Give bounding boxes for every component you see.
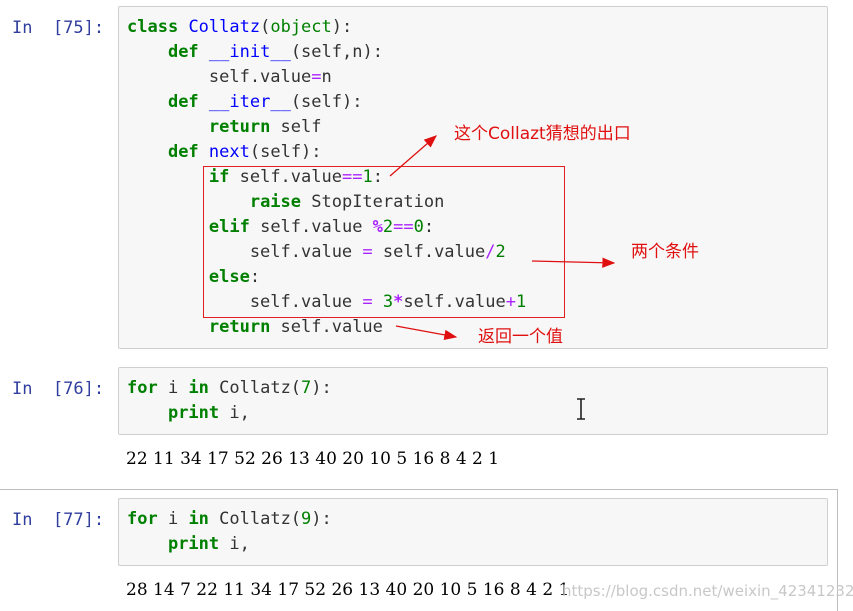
- code-token: /: [485, 242, 496, 262]
- code-block: for i in Collatz(7): print i,: [127, 376, 332, 426]
- code-token: 2: [495, 242, 506, 262]
- annotation-return-value: 返回一个值: [478, 327, 563, 347]
- code-line: for i in Collatz(9):: [127, 509, 332, 529]
- code-token: print: [167, 534, 220, 554]
- code-token: =: [362, 242, 373, 262]
- code-token: =: [362, 292, 373, 312]
- code-line: elif self.value %2==0:: [208, 217, 435, 237]
- code-line: class Collatz(object):: [127, 17, 353, 37]
- code-token: +: [505, 292, 517, 312]
- code-token: object: [270, 17, 332, 37]
- annotation-exit: 这个Collazt猜想的出口: [454, 124, 631, 144]
- code-token: *: [393, 292, 404, 312]
- annotation-conditions: 两个条件: [631, 242, 699, 262]
- code-token: =: [311, 67, 322, 87]
- code-line: else:: [208, 267, 261, 287]
- code-line: raise StopIteration: [249, 192, 445, 212]
- selected-cell-border: [0, 489, 838, 611]
- cell-output: 22 11 34 17 52 26 13 40 20 10 5 16 8 4 2…: [126, 449, 500, 469]
- code-token: for: [127, 378, 158, 398]
- code-line: self.value=n: [127, 67, 332, 87]
- code-token: Collatz: [188, 17, 261, 37]
- arrow-conditions: [531, 257, 616, 268]
- code-editor[interactable]: for i in Collatz(7): print i,: [118, 367, 828, 435]
- code-token: __iter__: [208, 92, 291, 112]
- code-token: ==: [393, 217, 414, 237]
- code-token: 1: [516, 292, 527, 312]
- code-token: 7: [301, 378, 312, 398]
- code-token: def: [167, 142, 199, 162]
- code-block: for i in Collatz(9): print i,: [127, 507, 332, 557]
- code-token: 0: [413, 217, 424, 237]
- code-token: %: [372, 217, 383, 237]
- code-line: print i,: [167, 403, 250, 423]
- cell-prompt: In [75]:: [12, 18, 105, 38]
- code-token: in: [188, 509, 209, 529]
- code-block: class Collatz(object): def __init__(self…: [127, 15, 526, 340]
- cell-prompt: In [77]:: [12, 510, 105, 530]
- code-token: class: [127, 17, 179, 37]
- code-token: 2: [382, 217, 394, 237]
- code-token: def: [167, 42, 199, 62]
- code-token: 1: [362, 167, 373, 187]
- code-token: print: [167, 403, 220, 423]
- code-editor[interactable]: class Collatz(object): def __init__(self…: [118, 6, 828, 349]
- code-token: __init__: [208, 42, 291, 62]
- code-line: return self.value: [208, 317, 383, 337]
- code-line: self.value = 3*self.value+1: [127, 292, 527, 312]
- cell-prompt: In [76]:: [12, 379, 105, 399]
- highlight-box: [203, 166, 565, 318]
- code-line: return self: [208, 117, 322, 137]
- code-line: print i,: [167, 534, 250, 554]
- code-line: for i in Collatz(7):: [127, 378, 332, 398]
- arrow-exit: [389, 135, 437, 177]
- code-token: 3: [382, 292, 394, 312]
- code-token: else: [208, 267, 250, 287]
- arrow-return: [395, 325, 458, 341]
- code-token: in: [188, 378, 209, 398]
- code-token: def: [167, 92, 199, 112]
- watermark: https://blog.csdn.net/weixin_42341232: [562, 582, 853, 600]
- code-token: ==: [341, 167, 363, 187]
- code-token: next: [208, 142, 250, 162]
- code-line: def next(self):: [167, 142, 322, 162]
- code-editor[interactable]: for i in Collatz(9): print i,: [118, 498, 828, 566]
- code-token: return: [208, 317, 271, 337]
- code-line: def __init__(self,n):: [167, 42, 383, 62]
- code-token: if: [208, 167, 230, 187]
- code-token: return: [208, 117, 271, 137]
- code-token: raise: [249, 192, 302, 212]
- cell-output: 28 14 7 22 11 34 17 52 26 13 40 20 10 5 …: [126, 580, 570, 600]
- code-line: def __iter__(self):: [167, 92, 363, 112]
- code-token: for: [127, 509, 158, 529]
- code-line: self.value = self.value/2: [127, 242, 506, 262]
- code-token: elif: [208, 217, 250, 237]
- code-line: if self.value==1:: [208, 167, 383, 187]
- code-token: 9: [301, 509, 312, 529]
- text-cursor-icon: [577, 398, 585, 420]
